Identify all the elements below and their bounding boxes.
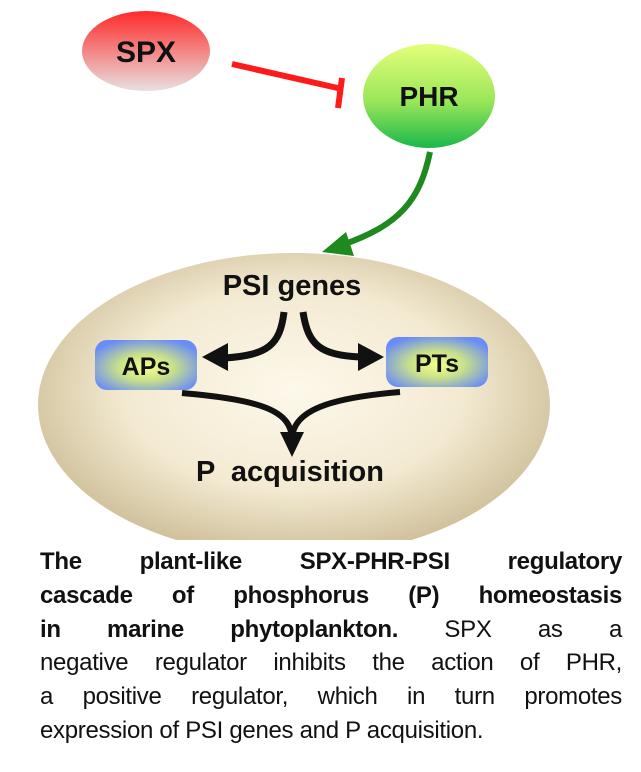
converging-arrow	[181, 389, 401, 457]
promotion-arrow	[322, 151, 433, 256]
psi-genes-label: PSI genes	[223, 270, 362, 302]
p-acquisition-label: P acquisition	[196, 456, 384, 488]
psi-to-pts-arrow	[299, 311, 384, 371]
pts-label: PTs	[415, 350, 459, 378]
aps-box	[95, 340, 197, 390]
phr-label: PHR	[399, 81, 458, 112]
spx-label: SPX	[116, 36, 176, 69]
caption-title-end: in marine phytoplankton.	[40, 615, 399, 643]
caption-line-4: negative regulator inhibits the action o…	[40, 649, 622, 677]
caption-line-6: expression of PSI genes and P acquisitio…	[40, 716, 484, 744]
caption-text-start: SPX as a	[398, 615, 622, 643]
caption-line-1: The plant-like SPX-PHR-PSI regulatory	[40, 548, 622, 575]
spx-phr-psi-diagram: SPX PHR PSI genes APs PTs P acquisition	[38, 11, 550, 540]
caption-line-2: cascade of phosphorus (P) homeostasis	[40, 581, 622, 609]
figure-caption: The plant-like SPX-PHR-PSI regulatory ca…	[40, 545, 622, 748]
inhibition-arrow	[231, 61, 345, 109]
spx-node	[82, 11, 210, 91]
caption-line-3: in marine phytoplankton. SPX as a	[40, 613, 622, 647]
aps-label: APs	[122, 353, 171, 381]
psi-to-aps-arrow	[202, 311, 288, 371]
phr-node	[363, 44, 495, 148]
caption-line-5: a positive regulator, which in turn prom…	[40, 683, 622, 711]
pts-box	[386, 337, 488, 387]
cell	[38, 253, 550, 540]
